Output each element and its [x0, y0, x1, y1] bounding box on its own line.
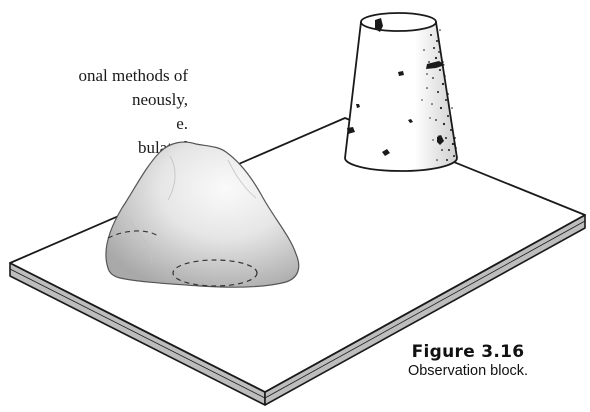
figure-title: Observation block. [378, 362, 558, 381]
figure-label: Figure 3.16 [378, 342, 558, 362]
cone-sample [345, 13, 457, 171]
figure-caption: Figure 3.16 Observation block. [378, 342, 558, 381]
